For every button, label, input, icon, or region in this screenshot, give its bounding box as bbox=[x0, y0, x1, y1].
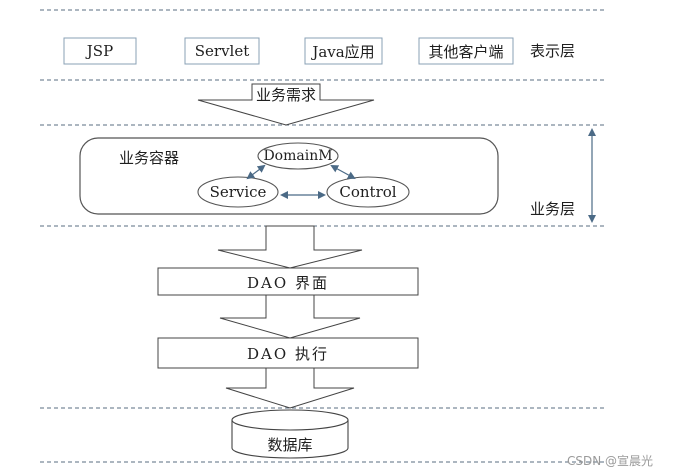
presentation-box-other-client bbox=[418, 37, 514, 65]
domain-node-label: DomainM bbox=[263, 148, 333, 164]
dao-execute-box bbox=[157, 337, 419, 369]
connector-domain-control bbox=[330, 165, 356, 179]
other-client-label: 其他客户端 bbox=[428, 42, 504, 61]
control-node-label: Control bbox=[339, 183, 397, 201]
connector-domain-service bbox=[246, 164, 266, 180]
database-label: 数据库 bbox=[267, 435, 313, 454]
presentation-box-servlet bbox=[184, 37, 260, 65]
dao-interface-label: DAO 界面 bbox=[247, 273, 329, 292]
presentation-box-jsp bbox=[63, 37, 137, 65]
presentation-box-java bbox=[304, 37, 383, 65]
service-node bbox=[197, 176, 279, 208]
service-node-label: Service bbox=[209, 183, 267, 201]
presentation-layer-label: 表示层 bbox=[530, 42, 576, 60]
java-app-label: Java应用 bbox=[312, 42, 375, 61]
domain-node bbox=[257, 142, 339, 170]
watermark: CSDN @宣晨光 bbox=[567, 454, 654, 468]
arrow-to-dao-interface bbox=[217, 225, 363, 269]
business-request-label: 业务需求 bbox=[255, 85, 316, 104]
dao-execute-label: DAO 执行 bbox=[247, 344, 329, 363]
business-request-arrow bbox=[197, 83, 375, 126]
control-node bbox=[326, 176, 410, 208]
arrow-to-database bbox=[225, 367, 355, 409]
servlet-label: Servlet bbox=[194, 42, 250, 60]
jsp-label: JSP bbox=[86, 42, 114, 60]
arrow-to-dao-execute bbox=[219, 294, 361, 339]
business-layer-label: 业务层 bbox=[530, 200, 576, 218]
business-container-label: 业务容器 bbox=[119, 149, 180, 167]
database-cylinder bbox=[231, 409, 349, 459]
